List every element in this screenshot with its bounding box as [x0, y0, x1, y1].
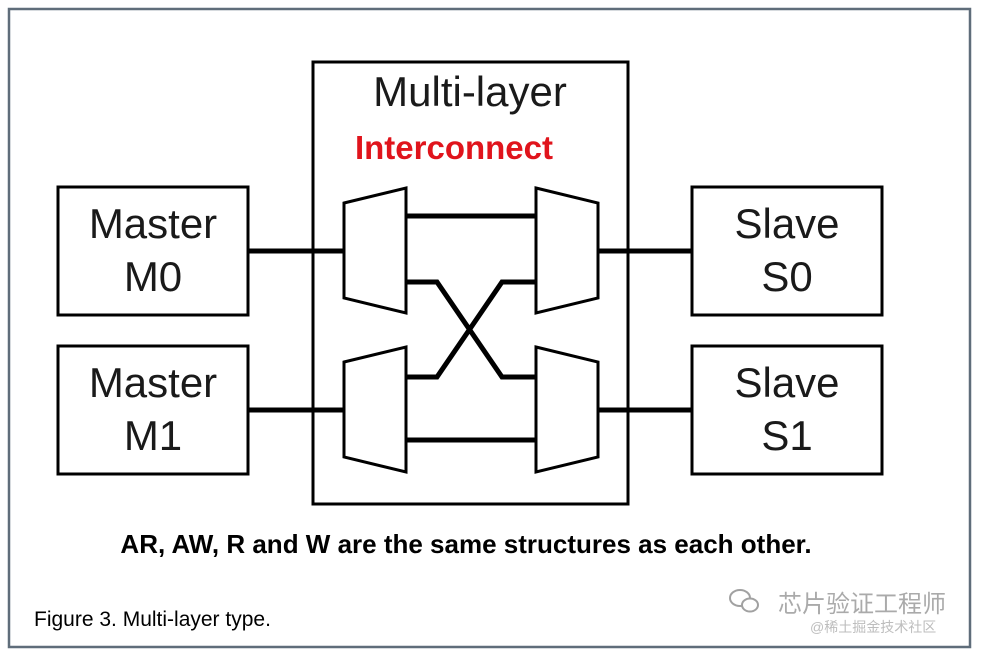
watermark-sub: @稀土掘金技术社区	[810, 619, 936, 635]
master-m0-label: Master	[89, 200, 217, 247]
master-m1: Master M1	[56, 344, 250, 476]
slave-s0: Slave S0	[690, 185, 884, 317]
master-m0-id: M0	[124, 253, 182, 300]
slave-s0-id: S0	[761, 253, 812, 300]
interconnect-subtitle: Interconnect	[355, 129, 553, 166]
wechat-icon	[729, 589, 759, 613]
master-m1-label: Master	[89, 359, 217, 406]
slave-s0-label: Slave	[734, 200, 839, 247]
slave-s1-label: Slave	[734, 359, 839, 406]
master-m1-id: M1	[124, 412, 182, 459]
figure-caption: Figure 3. Multi-layer type.	[34, 608, 271, 631]
path-m1-s0	[406, 279, 536, 380]
interconnect-title: Multi-layer	[373, 68, 567, 115]
mux-left-bottom	[342, 345, 408, 474]
watermark: 芯片验证工程师 @稀土掘金技术社区	[729, 589, 946, 635]
mux-right-top	[534, 186, 600, 315]
mux-right-bottom	[534, 345, 600, 474]
master-m1-box	[56, 344, 250, 476]
master-m0: Master M0	[56, 185, 250, 317]
slave-s1: Slave S1	[690, 344, 884, 476]
mux-left-top	[342, 186, 408, 315]
slave-s1-box	[690, 344, 884, 476]
slave-s1-id: S1	[761, 412, 812, 459]
structure-note: AR, AW, R and W are the same structures …	[120, 529, 811, 559]
slave-s0-box	[690, 185, 884, 317]
watermark-text: 芯片验证工程师	[778, 591, 946, 618]
